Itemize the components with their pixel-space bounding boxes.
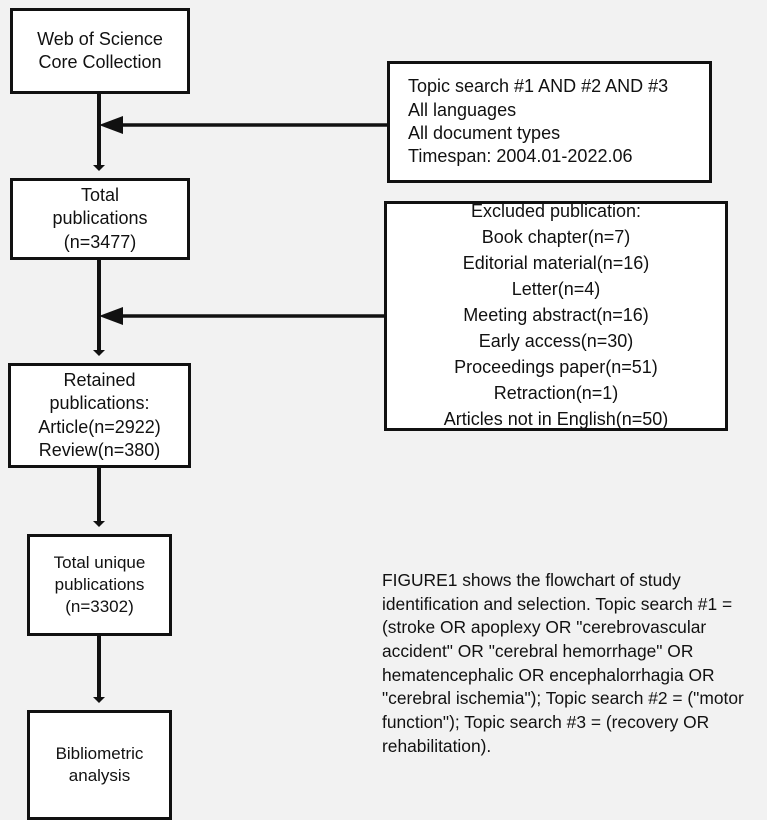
excluded-item: Articles not in English(n=50) — [443, 408, 669, 429]
node-count: (n=3302) — [65, 597, 134, 617]
node-text-line: analysis — [68, 766, 131, 785]
figure-caption: FIGURE1 shows the flowchart of study ide… — [382, 570, 744, 756]
excluded-item: Meeting abstract(n=16) — [463, 305, 649, 326]
search-criteria-line: Timespan: 2004.01-2022.06 — [408, 146, 633, 167]
node-text-line: publications — [52, 208, 148, 229]
excluded-item: Early access(n=30) — [478, 330, 634, 351]
node-total-unique-publications[interactable]: Total unique publications (n=3302) — [27, 534, 172, 636]
excluded-item: Proceedings paper(n=51) — [454, 356, 658, 377]
node-retained-publications[interactable]: Retained publications: Article(n=2922) R… — [8, 363, 191, 468]
search-criteria-line: Topic search #1 AND #2 AND #3 — [408, 76, 669, 97]
node-web-of-science[interactable]: Web of Science Core Collection — [10, 8, 190, 94]
excluded-item: Letter(n=4) — [511, 279, 601, 300]
node-search-strategy[interactable]: Topic search #1 AND #2 AND #3 All langua… — [387, 61, 712, 183]
node-excluded-publications[interactable]: Excluded publication: Book chapter(n=7) … — [384, 201, 728, 431]
node-count-review: Review(n=380) — [38, 439, 161, 460]
excluded-heading: Excluded publication: — [470, 201, 642, 222]
node-text-line: Total unique — [53, 552, 146, 572]
node-bibliometric-analysis[interactable]: Bibliometric analysis — [27, 710, 172, 820]
node-text-line: Retained — [63, 369, 136, 390]
excluded-item: Book chapter(n=7) — [481, 227, 631, 248]
node-count-article: Article(n=2922) — [38, 416, 161, 437]
search-criteria-line: All document types — [408, 123, 561, 143]
node-text-line: Total — [80, 184, 120, 205]
search-criteria-line: All languages — [408, 99, 517, 120]
edge-excluded-to-flow — [99, 307, 384, 325]
excluded-item: Editorial material(n=16) — [462, 253, 650, 274]
node-text-line: Bibliometric — [55, 743, 144, 763]
excluded-item: Retraction(n=1) — [493, 382, 619, 403]
node-text-line: publications — [54, 574, 145, 594]
edge-search-to-flow — [99, 116, 387, 134]
node-text-line: Web of Science — [37, 28, 163, 49]
node-text-line: Core Collection — [38, 52, 162, 72]
node-text-line: publications: — [49, 393, 150, 414]
node-total-publications[interactable]: Total publications (n=3477) — [10, 178, 190, 260]
node-count: (n=3477) — [63, 231, 137, 252]
